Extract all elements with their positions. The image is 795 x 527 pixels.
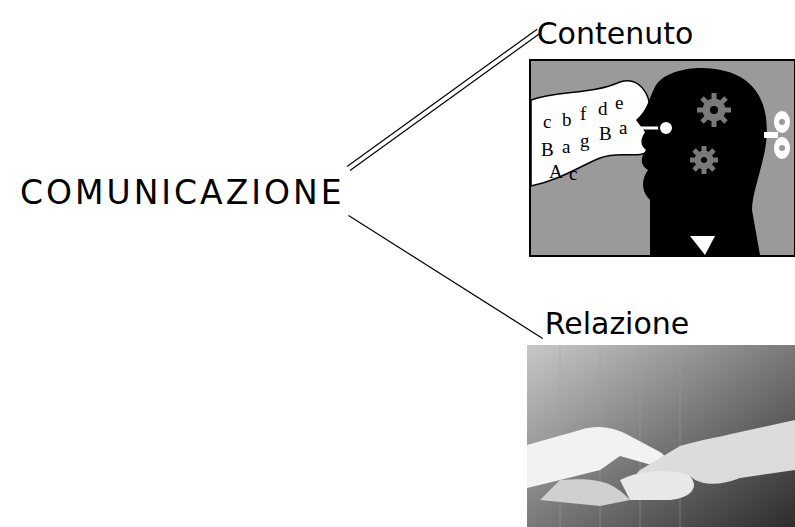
text-node: Contenuto (537, 16, 694, 51)
illustration-letter: a (619, 118, 627, 137)
illustration-letter: B (599, 124, 612, 143)
illustration-letter: b (562, 110, 572, 129)
illustration-letter: B (541, 140, 554, 159)
node-text: Relazione (545, 306, 690, 341)
illustration-letter: c (543, 112, 551, 131)
node-text: COMUNICAZIONE (20, 173, 345, 212)
handshake-photo (527, 345, 795, 527)
illustration-letter: A (549, 162, 563, 181)
illustration-letter: d (598, 99, 608, 118)
illustration-letter: e (615, 93, 623, 112)
text-node: COMUNICAZIONE (20, 173, 345, 212)
illustration-letter: f (580, 104, 586, 123)
speaking-head-picture (530, 60, 795, 256)
illustration-letter: a (562, 137, 570, 156)
illustration-letter: c (569, 164, 577, 183)
connector-line (349, 216, 543, 339)
node-text: Contenuto (537, 16, 694, 51)
connector-line (347, 29, 540, 170)
text-node: Relazione (545, 306, 690, 341)
illustration-letter: g (580, 131, 590, 150)
